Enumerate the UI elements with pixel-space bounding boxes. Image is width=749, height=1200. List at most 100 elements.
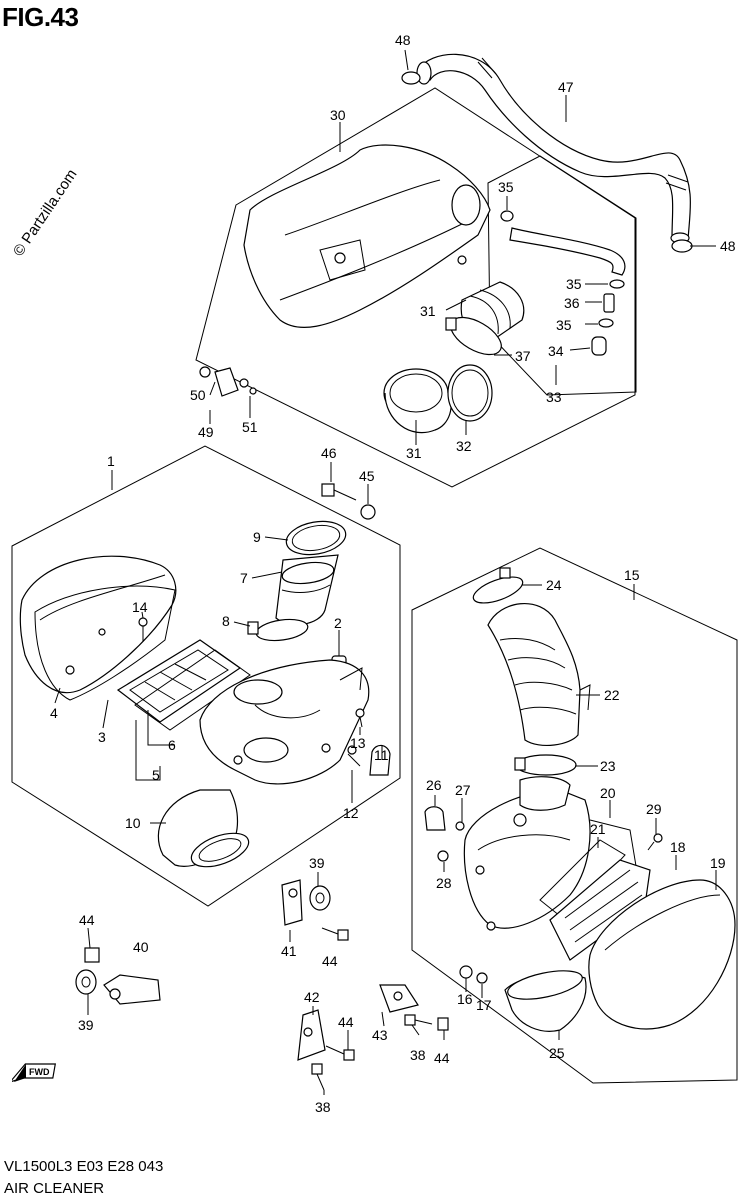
- callout-31-lower: 31: [406, 445, 422, 461]
- callout-2: 2: [334, 615, 342, 631]
- screw-13: [355, 708, 365, 728]
- callout-35-a: 35: [498, 179, 514, 195]
- callout-36: 36: [564, 295, 580, 311]
- callout-3: 3: [98, 729, 106, 745]
- callout-28: 28: [436, 875, 452, 891]
- callout-44-a: 44: [322, 953, 338, 969]
- callout-19: 19: [710, 855, 726, 871]
- hose-clamp-48-top: [401, 71, 421, 85]
- callout-38-a: 38: [410, 1047, 426, 1063]
- callout-4: 4: [50, 705, 58, 721]
- callout-45: 45: [359, 468, 375, 484]
- outer-cover-4: [19, 555, 177, 694]
- group-box-1: [11, 445, 401, 907]
- callout-7: 7: [240, 570, 248, 586]
- callout-17: 17: [476, 997, 492, 1013]
- case-body: [199, 659, 370, 785]
- bracket-43: [379, 984, 419, 1013]
- fwd-arrow-icon: FWD: [12, 1063, 57, 1084]
- callout-11: 11: [374, 747, 389, 763]
- callout-23: 23: [600, 758, 616, 774]
- callout-44-d: 44: [434, 1050, 450, 1066]
- callout-40: 40: [133, 939, 149, 955]
- bracket-41: [281, 879, 303, 926]
- screw-29: [647, 833, 663, 851]
- hose-clamp-48-right: [671, 239, 693, 253]
- callout-42: 42: [304, 989, 320, 1005]
- intake-duct-25: [504, 970, 587, 1032]
- callout-labels: 48 47 30 35 48 35 36 35 34 33 31 37 31 3…: [50, 32, 736, 1115]
- grommet-16: [459, 965, 473, 979]
- callout-41: 41: [281, 943, 297, 959]
- bolt-44-b: [84, 947, 100, 963]
- callout-9: 9: [253, 529, 261, 545]
- clip-12: [347, 745, 361, 767]
- cushion-39-lower: [75, 969, 97, 995]
- callout-8: 8: [222, 613, 230, 629]
- fwd-label: FWD: [29, 1067, 50, 1077]
- figure-caption: AIR CLEANER: [4, 1180, 105, 1197]
- callout-35-b: 35: [566, 276, 582, 292]
- group-box-15: [411, 547, 738, 1084]
- duct-22: [487, 603, 591, 747]
- bolt-38-b: [404, 1014, 433, 1026]
- funnel-7: [275, 554, 339, 626]
- bolt-44-c: [325, 1045, 355, 1061]
- figure-title: FIG.43: [2, 2, 79, 32]
- bolt-46: [321, 483, 357, 501]
- leader-lines: [54, 49, 717, 1095]
- callout-35-c: 35: [556, 317, 572, 333]
- callout-38-b: 38: [315, 1099, 331, 1115]
- bolt-38-a: [311, 1063, 325, 1091]
- callout-48-top: 48: [395, 32, 411, 48]
- bolt-44-d: [437, 1017, 449, 1031]
- model-code: VL1500L3 E03 E28 043: [4, 1158, 164, 1175]
- callout-5: 5: [152, 767, 160, 783]
- callout-44-b: 44: [79, 912, 95, 928]
- callout-16: 16: [457, 991, 473, 1007]
- clip-27: [455, 821, 465, 831]
- filter-element-18: [549, 859, 651, 961]
- group-box-30: [195, 87, 636, 488]
- callout-47: 47: [558, 79, 574, 95]
- callout-43: 43: [372, 1027, 388, 1043]
- callout-31-upper: 31: [420, 303, 436, 319]
- callout-12: 12: [343, 805, 359, 821]
- callout-37: 37: [515, 348, 531, 364]
- gasket-21: [539, 839, 626, 921]
- callout-33: 33: [546, 389, 562, 405]
- washer-45: [360, 504, 376, 520]
- callout-13: 13: [350, 735, 366, 751]
- callout-29: 29: [646, 801, 662, 817]
- drain-hose-assy: [500, 210, 626, 356]
- callout-34: 34: [548, 343, 564, 359]
- cushion-39-upper: [309, 885, 331, 911]
- callout-50: 50: [190, 387, 206, 403]
- cap-11: [369, 744, 391, 776]
- clamp-37: [445, 316, 502, 356]
- clamp-8: [247, 618, 309, 642]
- nut-17: [476, 972, 488, 984]
- outer-cover-19: [588, 879, 736, 1030]
- callout-48-right: 48: [720, 238, 736, 254]
- callout-27: 27: [455, 782, 471, 798]
- screw-28: [437, 850, 449, 862]
- clamp-23: [514, 754, 577, 776]
- sponge-26: [424, 806, 446, 831]
- gasket-5: [134, 649, 251, 731]
- callout-51: 51: [242, 419, 258, 435]
- tube-9: [285, 520, 347, 556]
- callout-21: 21: [590, 821, 606, 837]
- callout-20: 20: [600, 785, 616, 801]
- breather-hose-47: [416, 53, 691, 244]
- callout-49: 49: [198, 424, 214, 440]
- callout-14: 14: [132, 599, 148, 615]
- callout-39-upper: 39: [309, 855, 325, 871]
- callout-18: 18: [670, 839, 686, 855]
- callout-10: 10: [125, 815, 141, 831]
- callout-26: 26: [426, 777, 442, 793]
- callout-30: 30: [330, 107, 346, 123]
- callout-1: 1: [107, 453, 115, 469]
- seal-ring-32: [447, 364, 493, 422]
